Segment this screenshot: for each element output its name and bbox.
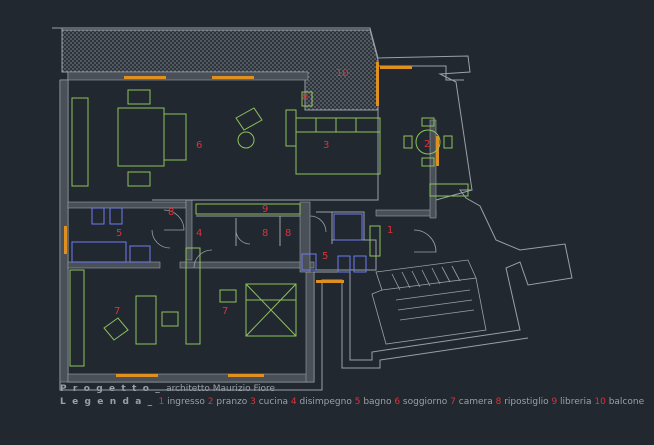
legend-room-name: ingresso: [164, 397, 208, 407]
bathroom-fixtures: [71, 207, 367, 273]
room-label-5-left: 5: [116, 228, 122, 239]
room-label-9: 9: [262, 204, 268, 215]
legend-room-name: bagno: [360, 397, 395, 407]
legend-room-name: soggiorno: [400, 397, 451, 407]
legend-number: 4: [290, 397, 297, 407]
room-labels: 10 8 6 3 2 8 9 5 4 8 8 1 5 7 7: [114, 68, 430, 317]
room-label-7-left: 7: [114, 306, 120, 317]
doors: [151, 209, 437, 269]
room-label-2: 2: [424, 139, 430, 150]
legend-number: 1: [158, 397, 165, 407]
staircase: [371, 259, 487, 345]
room-label-6: 6: [196, 140, 202, 151]
room-label-8-hall: 8: [168, 207, 174, 218]
legend-number: 5: [354, 397, 361, 407]
room-label-5-right: 5: [322, 251, 328, 262]
legend-label: L e g e n d a _: [60, 397, 159, 407]
room-label-4: 4: [196, 228, 202, 239]
legend-number: 9: [551, 397, 558, 407]
legend-room-name: libreria: [557, 397, 595, 407]
legend-room-name: disimpegno: [296, 397, 355, 407]
room-label-1: 1: [387, 225, 393, 236]
legend-number: 7: [450, 397, 456, 407]
legend-number: 10: [594, 397, 606, 407]
legend-room-name: camera: [455, 397, 496, 407]
legend-room-name: balcone: [605, 397, 645, 407]
project-label: P r o g e t t o _: [60, 384, 167, 394]
room-label-8-closet-a: 8: [262, 228, 268, 239]
room-label-10: 10: [336, 68, 349, 79]
legend-number: 8: [495, 397, 502, 407]
legend-number: 3: [250, 397, 256, 407]
project-caption: P r o g e t t o _ architetto Maurizio Fi…: [60, 384, 275, 395]
legend-items: 1 ingresso 2 pranzo 3 cucina 4 disimpegn…: [158, 397, 644, 407]
legend-room-name: ripostiglio: [501, 397, 552, 407]
interior-partitions: [152, 110, 473, 271]
balcony-area: [61, 29, 379, 111]
room-label-7-right: 7: [222, 306, 228, 317]
legend-number: 6: [394, 397, 401, 407]
project-text: architetto Maurizio Fiore: [166, 384, 276, 394]
room-label-8-balcony: 8: [302, 92, 308, 103]
legend-number: 2: [207, 397, 214, 407]
room-label-8-closet-b: 8: [285, 228, 291, 239]
legend-room-name: cucina: [255, 397, 291, 407]
legend-caption: L e g e n d a _ 1 ingresso 2 pranzo 3 cu…: [60, 397, 644, 408]
legend-room-name: pranzo: [213, 397, 251, 407]
room-label-3: 3: [323, 140, 329, 151]
windows: [64, 62, 439, 377]
furniture: [69, 89, 469, 367]
